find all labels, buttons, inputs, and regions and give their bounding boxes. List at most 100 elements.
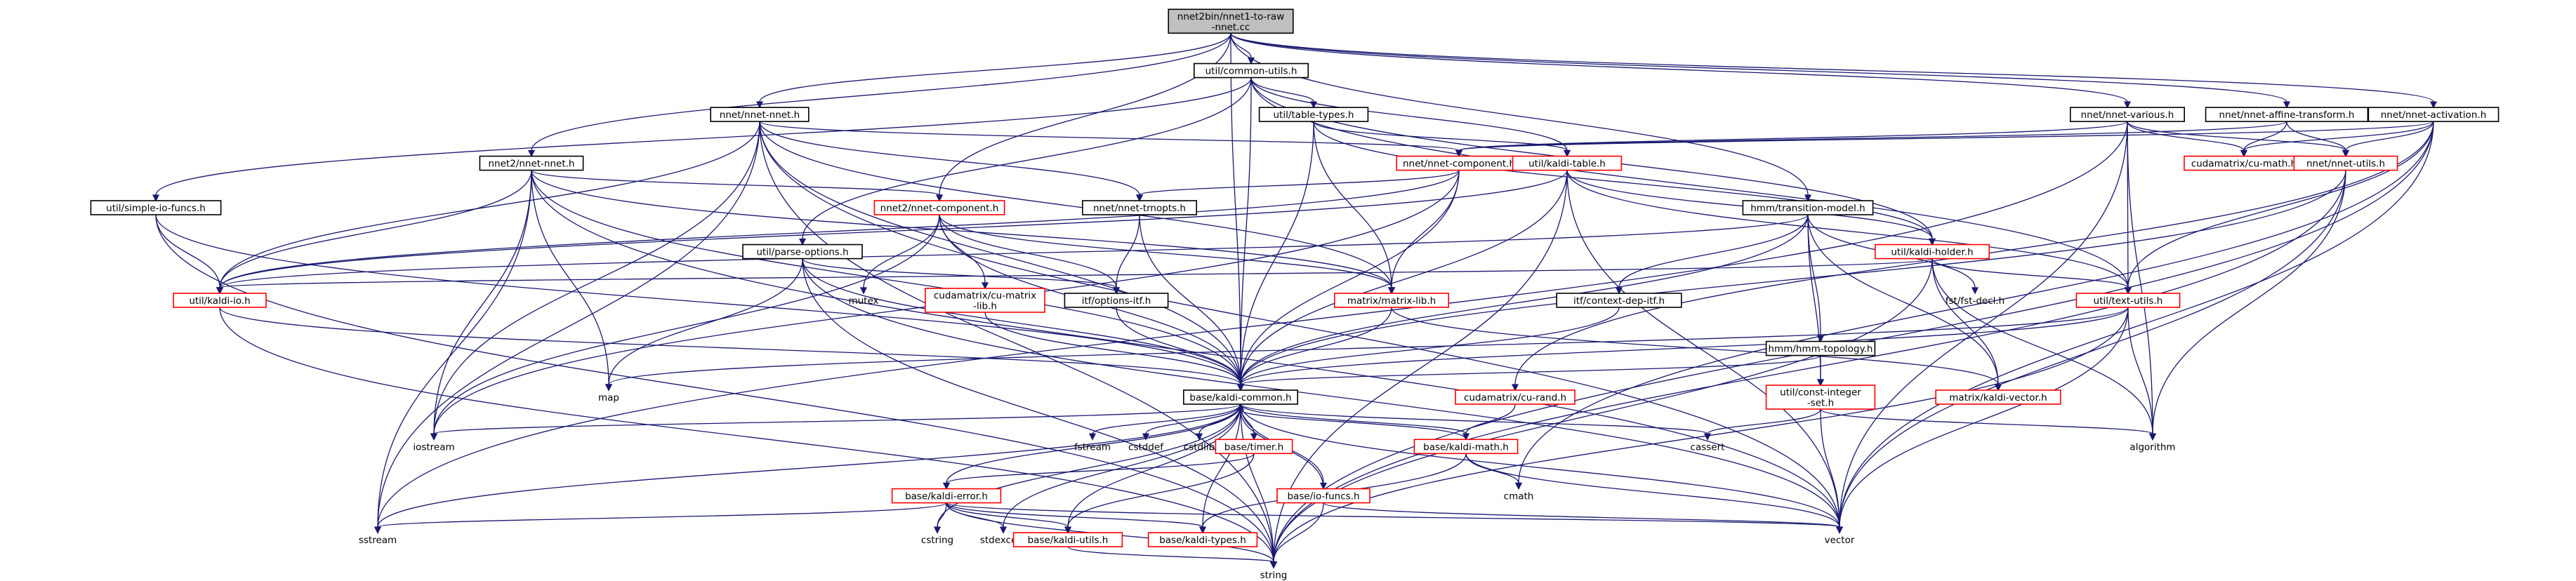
- node-kaldi-error[interactable]: base/kaldi-error.h: [891, 488, 1002, 504]
- node-kaldi-utils[interactable]: base/kaldi-utils.h: [1012, 532, 1123, 547]
- edge-const_integer_set-to-cassert: [1703, 408, 1821, 441]
- node-nnet-utils[interactable]: nnet/nnet-utils.h: [2293, 155, 2398, 171]
- node-hmm-topology[interactable]: hmm/hmm-topology.h: [1765, 340, 1876, 356]
- edge-nnet_various-to-nnet_utils: [2127, 121, 2350, 158]
- node-label: sstream: [359, 535, 397, 546]
- node-table-types[interactable]: util/table-types.h: [1258, 107, 1369, 122]
- node-common-utils[interactable]: util/common-utils.h: [1194, 62, 1309, 79]
- node-kaldi-vector[interactable]: matrix/kaldi-vector.h: [1935, 389, 2061, 405]
- edge-kaldi_utils-to-string: [1067, 546, 1278, 569]
- node-label: base/timer.h: [1224, 441, 1283, 453]
- node-label: cstdlib: [1184, 441, 1215, 453]
- node-cu-matrix-lib[interactable]: cudamatrix/cu-matrix-lib.h: [925, 288, 1045, 313]
- node-label: base/kaldi-error.h: [905, 491, 988, 502]
- node-label: cmath: [1504, 491, 1534, 502]
- node-label: cstring: [921, 535, 953, 546]
- node-vector: vector: [1825, 535, 1855, 546]
- node-cassert: cassert: [1691, 441, 1725, 453]
- node-label: util/const-integer: [1780, 387, 1861, 399]
- edge-matrix_lib-to-kaldi_vector: [1391, 307, 2002, 392]
- node-root[interactable]: nnet2bin/nnet1-to-raw-nnet.cc: [1168, 8, 1294, 34]
- node-label: util/simple-io-funcs.h: [106, 203, 206, 214]
- edge-kaldi_common-to-kaldi_math: [1240, 403, 1470, 441]
- edge-simple_io-to-kaldi_io: [155, 214, 224, 295]
- node-kaldi-io[interactable]: util/kaldi-io.h: [173, 293, 267, 308]
- node-label: nnet/nnet-component.h: [1403, 159, 1515, 170]
- node-label: string: [1260, 570, 1288, 581]
- edge-nnet2_nnet_nnet-to-matrix_lib: [531, 170, 1396, 295]
- edge-nnet_various-to-nnet_component: [1455, 121, 2128, 158]
- node-nnet-trnopts[interactable]: nnet/nnet-trnopts.h: [1082, 200, 1198, 215]
- edge-nnet_nnet-to-kaldi_io: [216, 121, 760, 295]
- node-nnet-various[interactable]: nnet/nnet-various.h: [2070, 107, 2186, 122]
- edge-const_integer_set-to-vector: [1820, 408, 1844, 534]
- edge-kaldi_math-to-cmath: [1465, 453, 1523, 490]
- node-layer: nnet2bin/nnet1-to-raw-nnet.cc util/common…: [90, 8, 2499, 581]
- node-cstdlib: cstdlib: [1184, 441, 1215, 453]
- node-algorithm: algorithm: [2129, 441, 2175, 453]
- node-label: cstddef: [1128, 441, 1164, 453]
- node-parse-options[interactable]: util/parse-options.h: [742, 243, 863, 260]
- node-cu-math[interactable]: cudamatrix/cu-math.h: [2184, 155, 2304, 171]
- node-label: base/io-funcs.h: [1287, 491, 1359, 502]
- node-nnet-activation[interactable]: nnet/nnet-activation.h: [2367, 107, 2499, 122]
- edge-simple_io-to-string: [155, 214, 1278, 569]
- node-timer[interactable]: base/timer.h: [1215, 439, 1293, 455]
- node-nnet-affine[interactable]: nnet/nnet-affine-transform.h: [2205, 107, 2369, 122]
- edge-kaldi_holder-to-text_utils: [1931, 258, 2132, 295]
- node-label: -nnet.cc: [1212, 22, 1250, 33]
- node-io-funcs[interactable]: base/io-funcs.h: [1276, 488, 1370, 504]
- node-kaldi-table[interactable]: util/kaldi-table.h: [1512, 155, 1623, 171]
- node-label: itf/options-itf.h: [1082, 295, 1151, 307]
- node-label: mutex: [848, 295, 878, 307]
- node-label: fstream: [1074, 441, 1111, 453]
- node-nnet-component[interactable]: nnet/nnet-component.h: [1396, 155, 1522, 171]
- edge-kaldi_common-to-fstream: [1088, 403, 1241, 441]
- node-label: base/kaldi-types.h: [1159, 535, 1246, 546]
- node-label: algorithm: [2129, 441, 2175, 453]
- edge-kaldi_error-to-cstring: [933, 502, 947, 534]
- node-const-integer-set[interactable]: util/const-integer-set.h: [1765, 385, 1876, 410]
- node-label: util/table-types.h: [1273, 109, 1354, 121]
- node-label: vector: [1825, 535, 1855, 546]
- node-label: matrix/kaldi-vector.h: [1949, 392, 2047, 403]
- node-label: iostream: [413, 441, 454, 453]
- node-nnet2-nnet-nnet[interactable]: nnet2/nnet-nnet.h: [479, 155, 584, 171]
- edge-table_types-to-kaldi_table: [1313, 121, 1571, 158]
- node-label: nnet/nnet-utils.h: [2306, 159, 2385, 170]
- node-transition-model[interactable]: hmm/transition-model.h: [1742, 200, 1874, 215]
- node-text-utils[interactable]: util/text-utils.h: [2075, 293, 2181, 308]
- node-label: util/parse-options.h: [756, 247, 848, 258]
- node-kaldi-common[interactable]: base/kaldi-common.h: [1183, 389, 1299, 405]
- node-kaldi-holder[interactable]: util/kaldi-holder.h: [1875, 243, 1990, 260]
- node-label: -set.h: [1807, 398, 1834, 409]
- node-label: cudamatrix/cu-rand.h: [1464, 392, 1566, 403]
- node-nnet2-component[interactable]: nnet2/nnet-component.h: [873, 200, 1005, 215]
- node-kaldi-math[interactable]: base/kaldi-math.h: [1413, 439, 1519, 455]
- edge-timer-to-kaldi_error: [942, 453, 1255, 490]
- node-label: matrix/matrix-lib.h: [1347, 295, 1436, 307]
- node-cmath: cmath: [1504, 491, 1534, 502]
- node-fst-decl: fst/fst-decl.h: [1946, 295, 2004, 307]
- node-options-itf[interactable]: itf/options-itf.h: [1064, 293, 1169, 308]
- node-label: nnet/nnet-activation.h: [2381, 109, 2487, 121]
- node-context-dep-itf[interactable]: itf/context-dep-itf.h: [1556, 293, 1682, 308]
- node-label: util/kaldi-holder.h: [1891, 247, 1973, 258]
- edge-nnet2_nnet_nnet-to-nnet2_component: [531, 169, 944, 202]
- node-kaldi-types[interactable]: base/kaldi-types.h: [1147, 532, 1258, 547]
- edge-root-to-nnet_affine: [1230, 33, 2291, 109]
- edge-nnet_various-to-cu_math: [2127, 121, 2248, 158]
- edge-nnet_component-to-matrix_lib: [1387, 170, 1460, 295]
- edge-nnet_activation-to-cu_math: [2240, 121, 2434, 158]
- node-label: -lib.h: [973, 301, 997, 312]
- node-sstream: sstream: [359, 535, 397, 546]
- node-simple-io[interactable]: util/simple-io-funcs.h: [90, 200, 222, 215]
- node-cu-rand[interactable]: cudamatrix/cu-rand.h: [1455, 389, 1576, 405]
- node-nnet-nnet[interactable]: nnet/nnet-nnet.h: [710, 107, 810, 122]
- node-mutex: mutex: [848, 295, 878, 307]
- node-label: fst/fst-decl.h: [1946, 295, 2004, 307]
- node-matrix-lib[interactable]: matrix/matrix-lib.h: [1334, 293, 1450, 308]
- edge-nnet_various-to-algorithm: [2127, 121, 2157, 441]
- node-label: base/kaldi-common.h: [1189, 392, 1291, 403]
